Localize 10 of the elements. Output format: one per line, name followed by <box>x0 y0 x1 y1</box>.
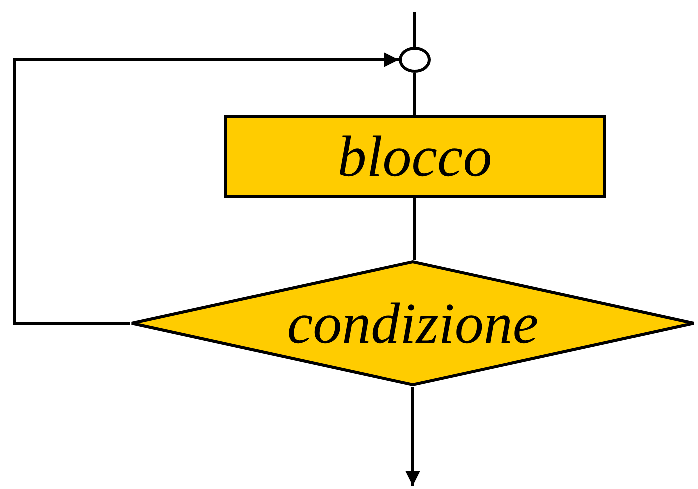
arrow <box>14 52 399 325</box>
connector-line <box>414 198 416 260</box>
connector-line <box>414 12 416 47</box>
node-label: blocco <box>338 128 492 186</box>
node-label: condizione <box>287 294 539 352</box>
connector-line <box>414 73 416 115</box>
arrow <box>406 387 420 486</box>
connector-circle <box>399 47 431 73</box>
decision-diamond <box>130 260 696 387</box>
process-box <box>224 115 606 198</box>
